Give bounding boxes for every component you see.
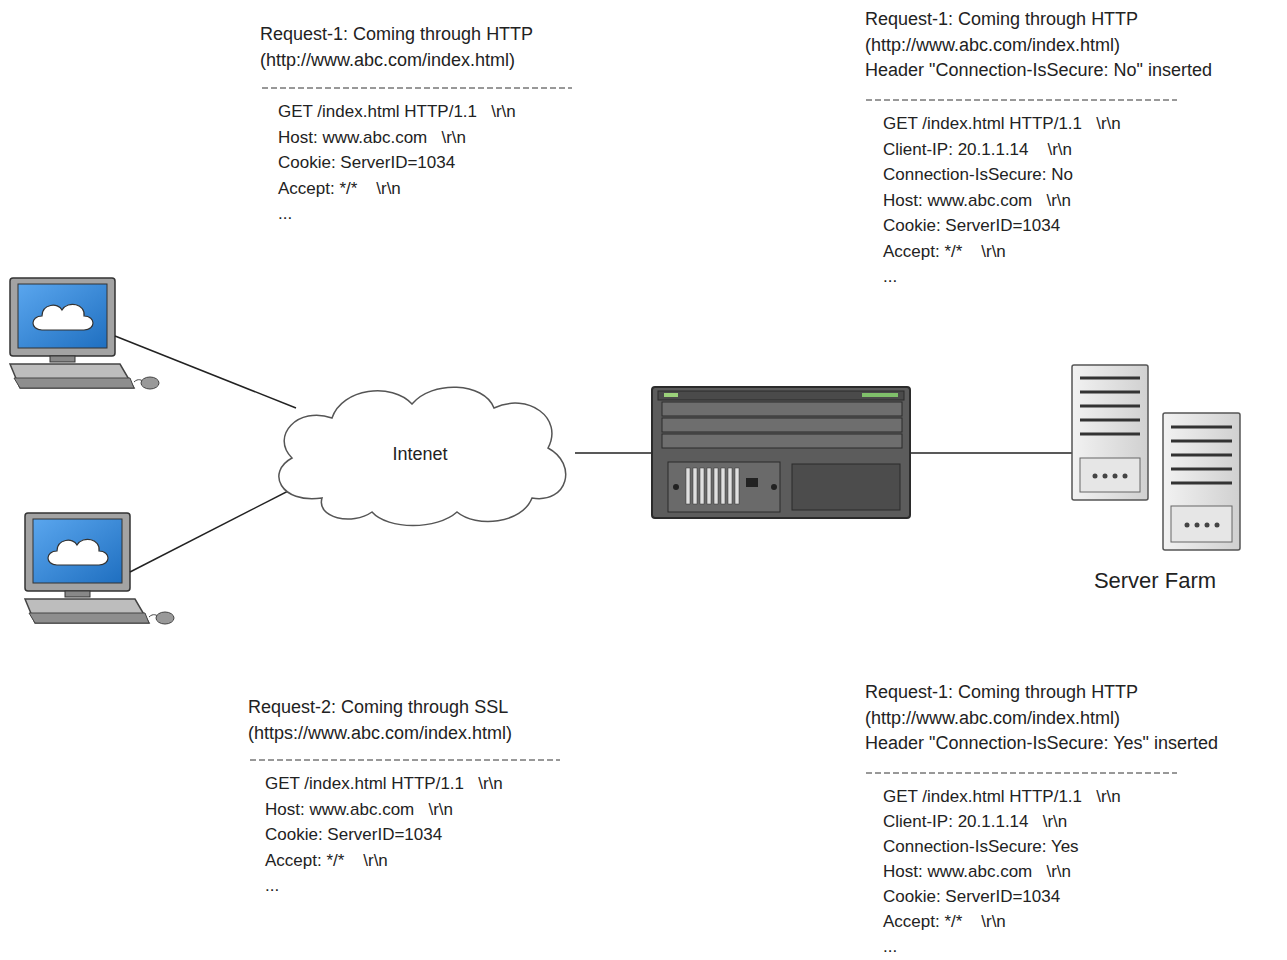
- http-header-line: Connection-IsSecure: No: [883, 164, 1073, 185]
- http-header-line: GET /index.html HTTP/1.1 \r\n: [265, 773, 503, 794]
- separator: [262, 88, 572, 89]
- http-header-line: ...: [278, 203, 292, 224]
- http-header-line: Host: www.abc.com \r\n: [883, 861, 1071, 882]
- client-computer: [10, 278, 159, 389]
- client-computer: [25, 513, 174, 624]
- node-label: Server Farm: [1094, 568, 1216, 594]
- http-header-line: Accept: */* \r\n: [883, 911, 1006, 932]
- request-heading: Request-1: Coming through HTTP: [260, 24, 533, 45]
- http-header-line: Cookie: ServerID=1034: [883, 886, 1060, 907]
- http-header-line: Cookie: ServerID=1034: [278, 152, 455, 173]
- separator: [250, 760, 560, 761]
- http-header-line: GET /index.html HTTP/1.1 \r\n: [883, 113, 1121, 134]
- server: [1163, 413, 1240, 550]
- request-heading: (http://www.abc.com/index.html): [260, 50, 515, 71]
- http-header-line: Cookie: ServerID=1034: [883, 215, 1060, 236]
- request-heading: Request-1: Coming through HTTP: [865, 682, 1138, 703]
- cloud-shape: [279, 387, 566, 525]
- http-header-line: GET /index.html HTTP/1.1 \r\n: [883, 786, 1121, 807]
- request-heading: Header "Connection-IsSecure: No" inserte…: [865, 60, 1212, 81]
- http-header-line: GET /index.html HTTP/1.1 \r\n: [278, 101, 516, 122]
- http-header-line: ...: [883, 266, 897, 287]
- request-heading: (https://www.abc.com/index.html): [248, 723, 512, 744]
- network-link: [115, 336, 296, 408]
- http-header-line: Accept: */* \r\n: [883, 241, 1006, 262]
- server: [1072, 365, 1148, 500]
- separator: [866, 773, 1177, 774]
- request-heading: Request-1: Coming through HTTP: [865, 9, 1138, 30]
- network-link: [575, 452, 652, 454]
- http-header-line: Cookie: ServerID=1034: [265, 824, 442, 845]
- request-heading: (http://www.abc.com/index.html): [865, 708, 1120, 729]
- http-header-line: Accept: */* \r\n: [265, 850, 388, 871]
- http-header-line: Client-IP: 20.1.1.14 \r\n: [883, 139, 1072, 160]
- request-heading: Header "Connection-IsSecure: Yes" insert…: [865, 733, 1218, 754]
- server-farm: Server Farm: [1062, 360, 1248, 596]
- load-balancer-device: [652, 387, 910, 518]
- network-link: [130, 486, 298, 572]
- node-label: Intenet: [392, 444, 447, 465]
- separator: [866, 100, 1177, 101]
- http-header-line: Client-IP: 20.1.1.14 \r\n: [883, 811, 1067, 832]
- http-header-line: Host: www.abc.com \r\n: [278, 127, 466, 148]
- http-header-line: ...: [883, 936, 897, 957]
- request-heading: Request-2: Coming through SSL: [248, 697, 508, 718]
- http-header-line: Host: www.abc.com \r\n: [265, 799, 453, 820]
- http-header-line: Connection-IsSecure: Yes: [883, 836, 1079, 857]
- internet-cloud: Intenet: [262, 378, 578, 530]
- http-header-line: ...: [265, 875, 279, 896]
- http-header-line: Host: www.abc.com \r\n: [883, 190, 1071, 211]
- request-heading: (http://www.abc.com/index.html): [865, 35, 1120, 56]
- network-link: [910, 452, 1072, 454]
- http-header-line: Accept: */* \r\n: [278, 178, 401, 199]
